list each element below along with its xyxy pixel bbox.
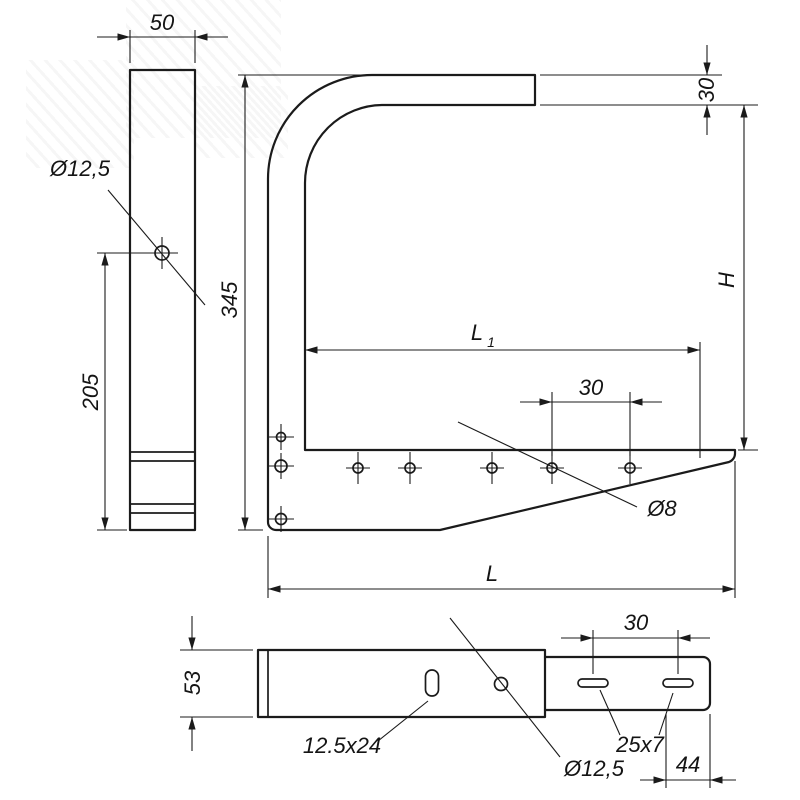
dim-label-hole-dia-bottom: Ø12,5 xyxy=(563,756,625,781)
slot-12x24 xyxy=(424,669,440,697)
front-view: 345 30 H L 1 30 Ø8 L xyxy=(217,45,758,598)
dim-label-arm-length-sub: 1 xyxy=(487,334,495,350)
dia12-leader-line xyxy=(449,617,561,758)
dim-label-slot-spacing: 30 xyxy=(624,610,649,635)
dim-H-lines xyxy=(738,105,758,451)
dim-label-wall-height: H xyxy=(714,272,739,288)
dim-label-height: 345 xyxy=(217,281,242,318)
dim-label-post-hole-dia: Ø12,5 xyxy=(49,156,111,181)
slot-25x7 xyxy=(577,678,609,688)
dim-label-hole-dia: Ø8 xyxy=(646,496,677,521)
dim-345-lines xyxy=(238,74,366,531)
post-outline xyxy=(128,68,197,532)
post-clamp-lines xyxy=(130,451,195,514)
post-side-view: 50 Ø12,5 205 xyxy=(49,10,228,532)
dim-30-slots-lines xyxy=(561,630,710,674)
slots-25x7-leaders xyxy=(599,689,674,736)
dim-label-arm-length: L xyxy=(471,320,483,345)
dim-label-arm-thickness: 30 xyxy=(694,77,719,102)
dim-30-holes-lines xyxy=(520,392,662,456)
dim-label-base-length: L xyxy=(486,561,498,586)
arm-tail-outline xyxy=(543,655,712,712)
post-dimensions xyxy=(97,30,228,531)
dim-label-end-offset: 44 xyxy=(676,752,700,777)
dim-L1-lines xyxy=(305,342,701,458)
hole-12-5 xyxy=(493,676,509,692)
top-view: 53 12.5x24 Ø12,5 25x7 30 44 xyxy=(180,610,736,788)
post-hole-crosshair xyxy=(146,237,178,269)
arm-body-outline xyxy=(256,648,547,719)
wall-hole-crosshairs xyxy=(268,424,294,532)
dim-30-top-lines xyxy=(540,45,758,135)
dim-label-slot-size: 12.5x24 xyxy=(303,733,381,758)
slot-25x7 xyxy=(662,678,694,688)
base-holes xyxy=(346,452,642,484)
dim-label-depth: 53 xyxy=(180,670,205,695)
wall-holes xyxy=(268,424,294,532)
bracket-outline xyxy=(266,73,737,532)
base-hole-crosshairs xyxy=(346,452,642,484)
dim-label-hole-spacing: 30 xyxy=(579,375,604,400)
dim-44-lines xyxy=(640,714,736,788)
dim-label-end-slots: 25x7 xyxy=(615,732,664,757)
top-view-dimensions xyxy=(180,616,736,788)
dia8-leader-line xyxy=(457,421,638,508)
dim-53-lines xyxy=(180,616,253,751)
dim-205-lines xyxy=(97,252,146,531)
front-view-dimensions xyxy=(238,45,758,598)
slot-leader-line xyxy=(377,700,429,742)
dim-50-lines xyxy=(97,30,228,63)
dim-L-lines xyxy=(267,461,736,598)
hole-leader-line xyxy=(107,189,206,306)
dim-label-post-hole-height: 205 xyxy=(78,373,103,411)
dim-label-post-width: 50 xyxy=(150,10,175,35)
